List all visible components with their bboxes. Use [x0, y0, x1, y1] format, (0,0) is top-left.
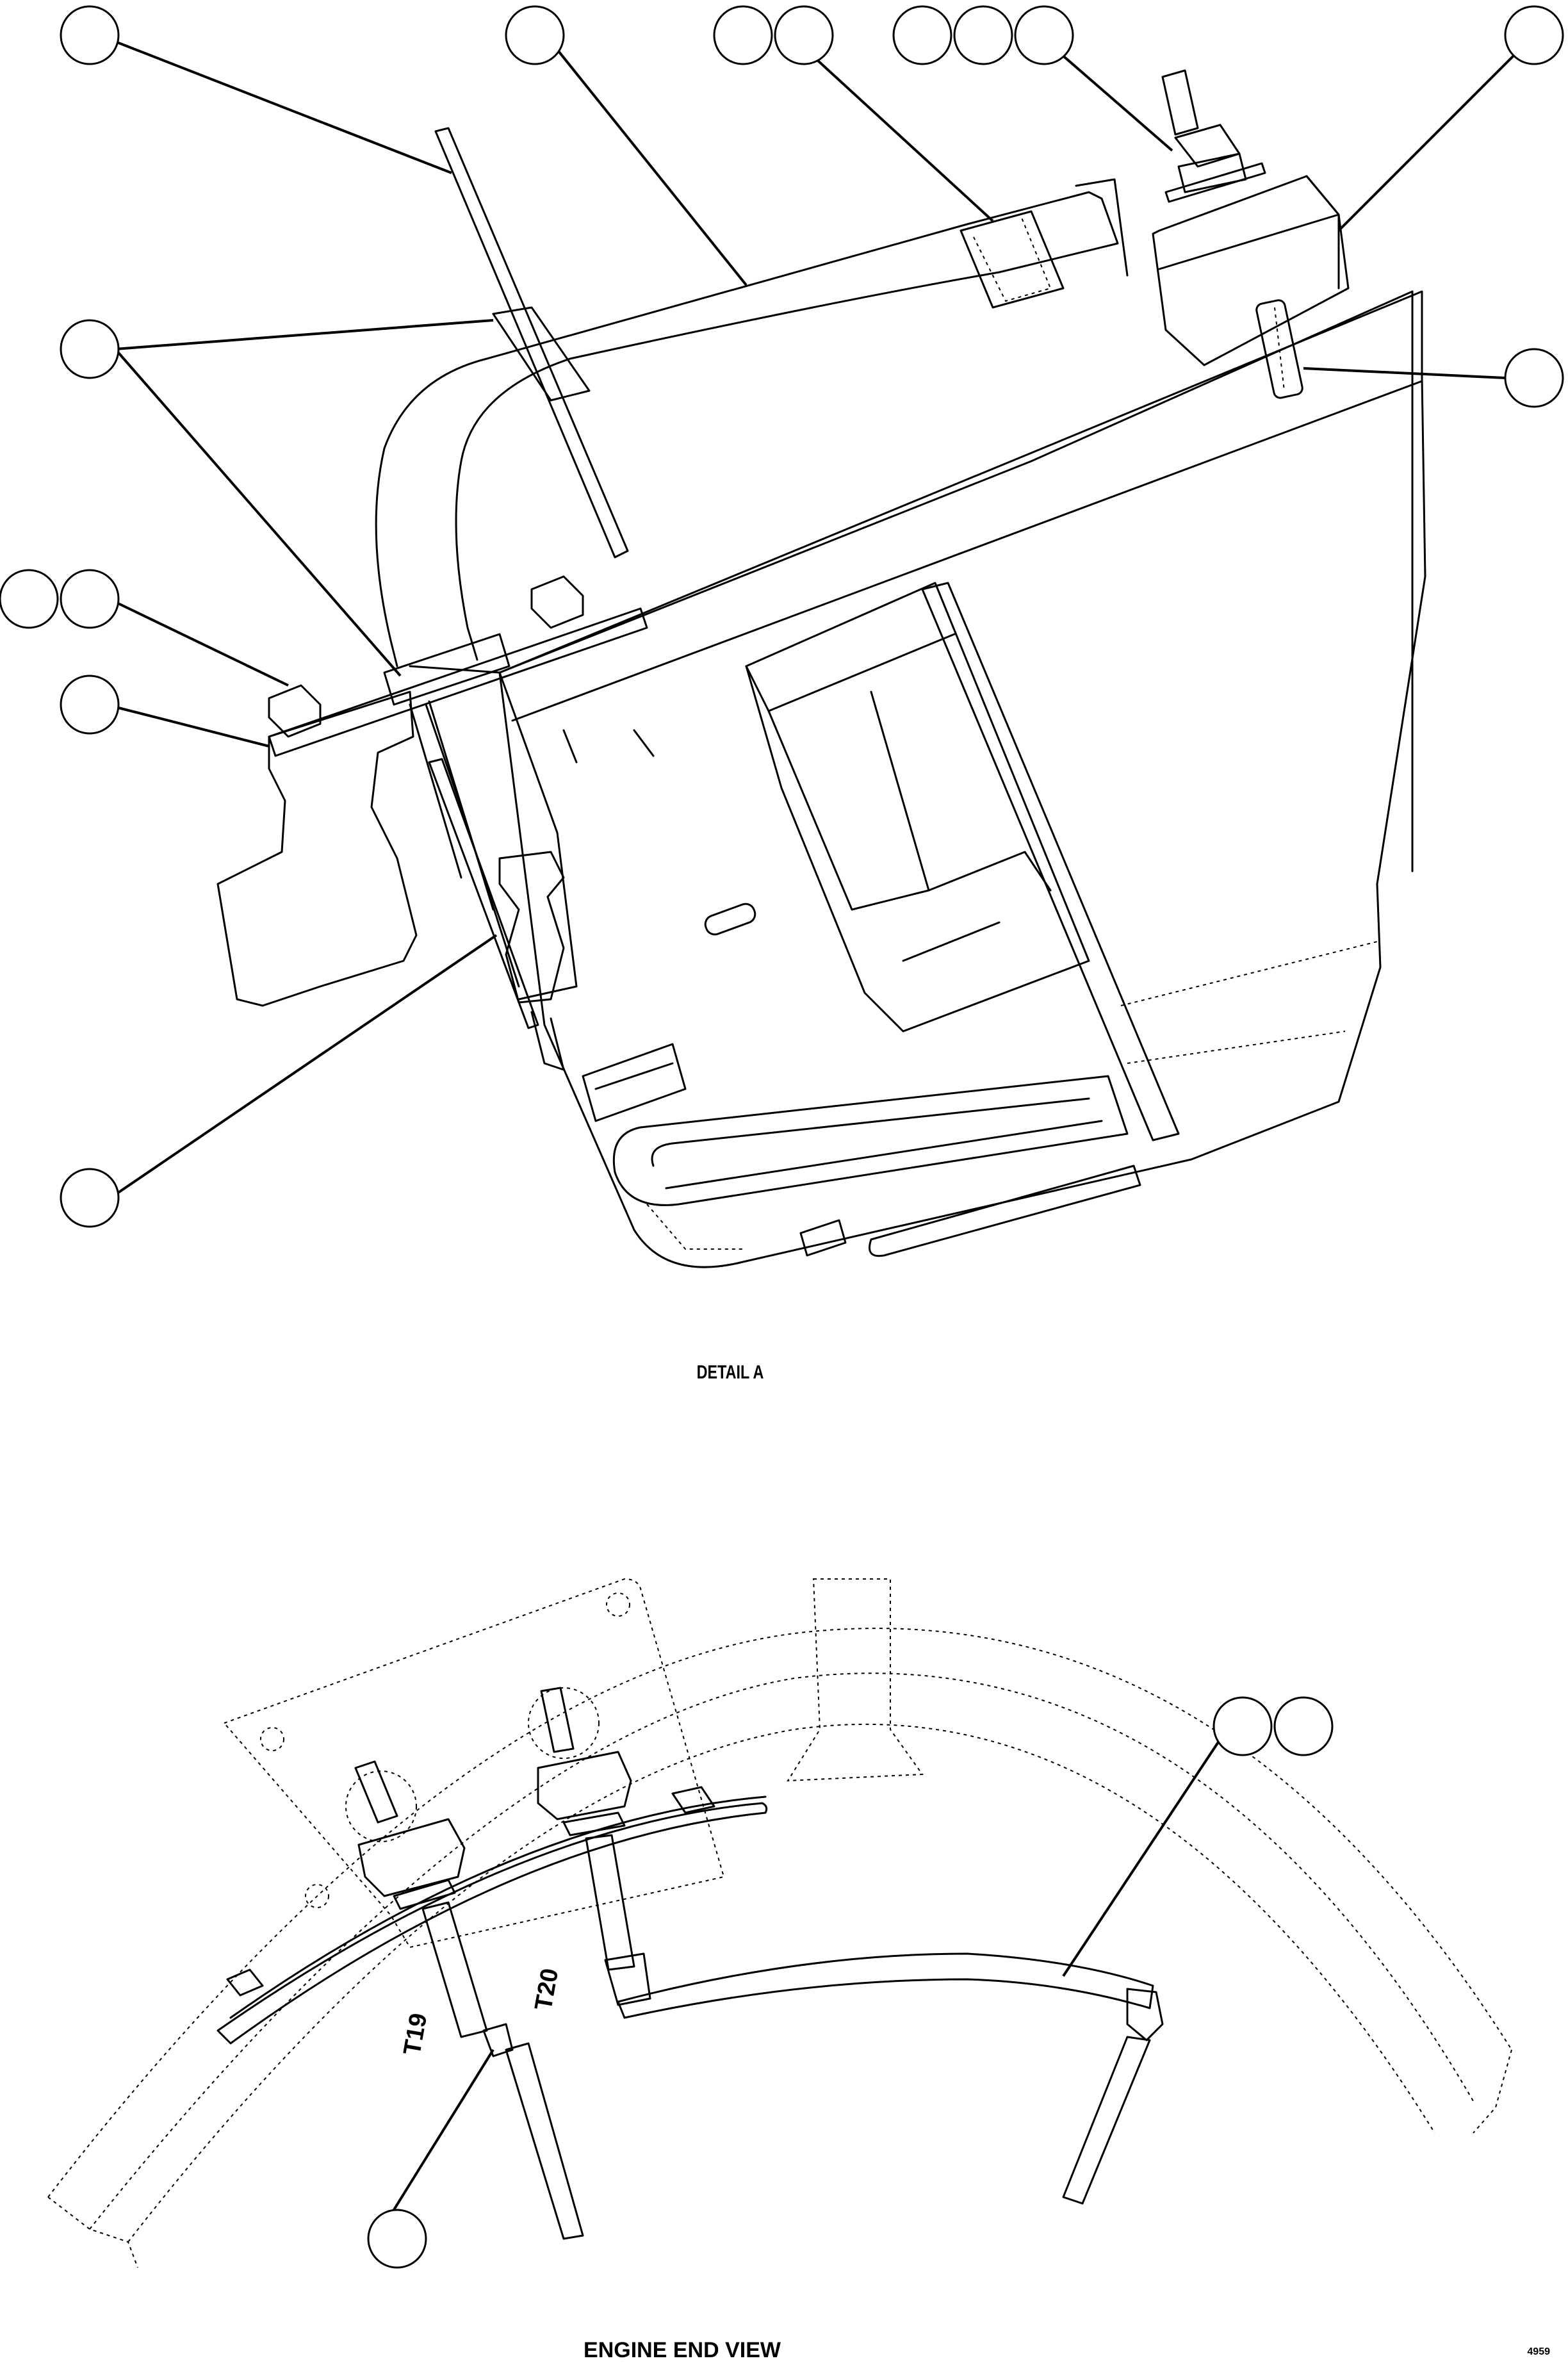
ring-nut-left	[226, 1968, 264, 1997]
retaining-strap	[921, 582, 1180, 1141]
middle-nut	[530, 575, 584, 629]
bottom-channel	[612, 1075, 1129, 1206]
ring-nut-right	[671, 1786, 715, 1814]
tube-bend	[375, 357, 488, 667]
probe-t20-rod	[1062, 2036, 1151, 2205]
probe-rod	[428, 758, 539, 1029]
bracket-plate	[434, 127, 629, 559]
leader-7b	[114, 348, 402, 677]
inner-block	[745, 582, 1090, 1033]
callout-bubble	[953, 5, 1013, 65]
casing-outer-arc	[47, 1628, 1512, 2198]
view-title: ENGINE END VIEW	[584, 2338, 781, 2362]
probe-fitting	[498, 851, 565, 1004]
callout-bubble	[1273, 1696, 1334, 1756]
top-stud	[1161, 69, 1199, 136]
probe-t20-arm	[617, 1952, 1154, 2019]
left-bracket	[216, 691, 418, 1007]
end-view-rib	[787, 1578, 924, 1782]
end-view-bracket-plate	[223, 1578, 725, 1949]
callout-bubble	[1014, 5, 1074, 65]
callout-bubble	[60, 675, 120, 735]
callout-bubble	[0, 569, 59, 629]
callout-bubble	[60, 5, 120, 65]
upper-right-block	[1152, 175, 1350, 366]
probe-t20	[528, 1687, 1164, 2205]
housing-ridge	[511, 380, 1423, 722]
callout-bubble	[1504, 5, 1564, 65]
leader-6	[1303, 367, 1506, 379]
leader-1	[115, 40, 452, 174]
callout-bubble	[367, 2209, 427, 2269]
small-slot	[704, 903, 756, 936]
leader-2	[550, 40, 747, 286]
mounting-flange	[268, 607, 648, 757]
probe-t19-head	[357, 1818, 466, 1897]
probe-t20-head	[537, 1751, 632, 1820]
bottom-pin-1	[799, 1219, 847, 1257]
probe-t19-rod	[505, 2042, 584, 2240]
small-box	[582, 1043, 687, 1122]
probe-t20-stem	[585, 1834, 635, 1971]
tube-upper	[486, 191, 1119, 360]
leader-3	[799, 44, 994, 222]
callout-bubble	[1504, 348, 1564, 408]
detail-a-drawing	[216, 69, 1426, 1268]
probe-t19-stem	[421, 1901, 488, 2038]
engine-end-view-drawing	[47, 1578, 1512, 2268]
leader-7a	[115, 319, 494, 350]
washer-stack	[383, 633, 510, 706]
tube-clamp	[960, 210, 1065, 309]
detail-title: DETAIL A	[697, 1361, 764, 1382]
main-housing	[498, 290, 1426, 1268]
leader-9	[118, 707, 270, 748]
end-view-ring-band	[216, 1802, 768, 2045]
plate-washer	[492, 306, 591, 402]
callout-bubble	[774, 5, 834, 65]
leader-5	[1337, 44, 1526, 232]
callout-bubble	[60, 319, 120, 379]
callout-bubble	[60, 569, 120, 629]
housing-top-edge	[498, 290, 1414, 674]
leader-12	[377, 2048, 494, 2237]
detail-a-callouts	[0, 5, 1564, 1228]
leader-8	[108, 598, 289, 687]
left-nut	[268, 684, 322, 738]
bottom-pin-2	[869, 1165, 1141, 1257]
leader-11	[1062, 1728, 1228, 1977]
probe-label-t19: T19	[399, 2011, 433, 2057]
callout-bubble	[892, 5, 952, 65]
probe-t19	[345, 1760, 584, 2240]
block-slot	[1255, 299, 1303, 399]
tube-down	[409, 665, 578, 1001]
callout-bubble	[1213, 1696, 1273, 1756]
callout-bubble	[713, 5, 773, 65]
callout-bubble	[60, 1168, 120, 1228]
probe-label-t20: T20	[530, 1966, 564, 2013]
callout-bubble	[505, 5, 565, 65]
drawing-number: 4959	[1527, 2346, 1550, 2357]
end-view-callouts	[367, 1696, 1334, 2269]
leader-10	[114, 934, 498, 1196]
leader-4	[1049, 44, 1173, 152]
